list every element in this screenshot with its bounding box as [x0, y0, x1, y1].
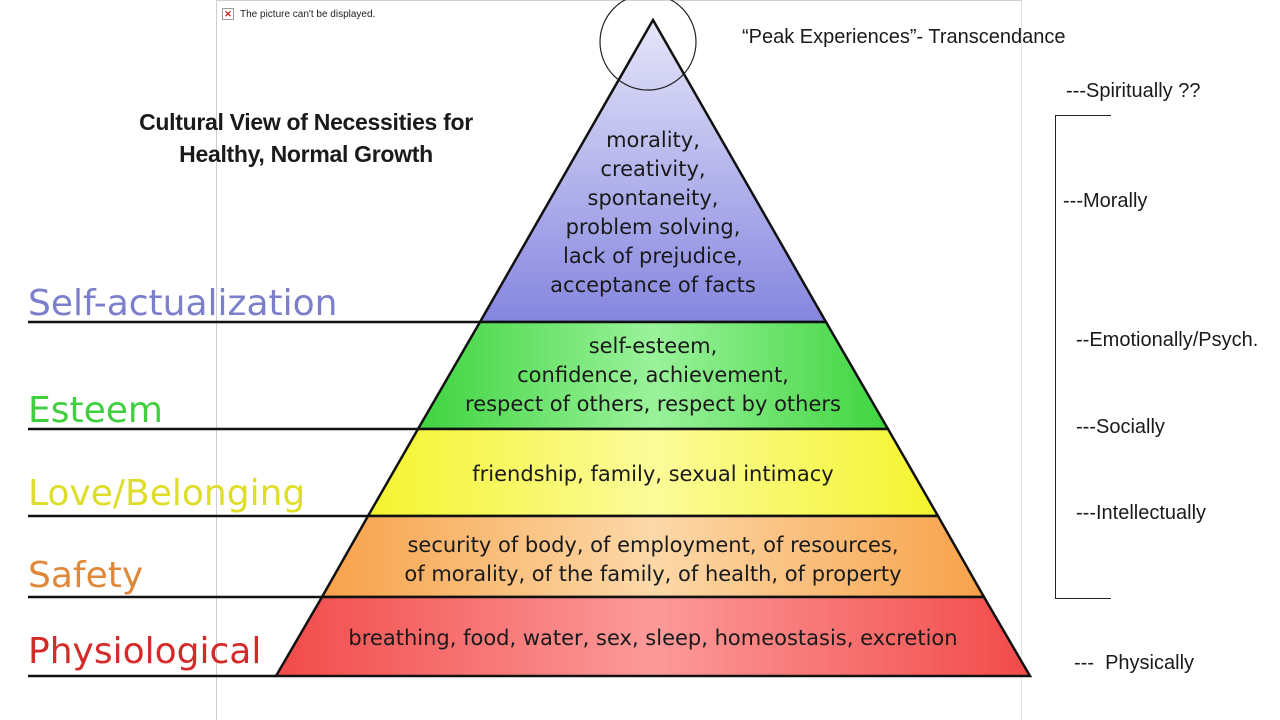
tier-physiological: [273, 595, 1033, 678]
tier-text-self-actualization: morality, creativity, spontaneity, probl…: [550, 126, 756, 300]
growth-bracket: [1055, 115, 1111, 599]
title-line-1: Cultural View of Necessities for: [139, 109, 473, 135]
label-physiological: Physiological: [28, 631, 262, 672]
tier-line: breathing, food, water, sex, sleep, home…: [348, 626, 958, 650]
side-label-physically: --- Physically: [1074, 652, 1195, 674]
tier-line: creativity,: [600, 157, 706, 181]
tier-line: confidence, achievement,: [517, 363, 789, 387]
tier-line: self-esteem,: [588, 334, 718, 358]
side-label-spiritually: ---Spiritually ??: [1066, 80, 1201, 102]
tier-line: lack of prejudice,: [563, 244, 743, 268]
label-safety: Safety: [28, 555, 144, 596]
tier-line: of morality, of the family, of health, o…: [404, 562, 902, 586]
tier-line: friendship, family, sexual intimacy: [472, 462, 834, 486]
side-label-morally: ---Morally: [1063, 190, 1148, 212]
tier-text-safety: security of body, of employment, of reso…: [404, 531, 901, 589]
tier-text-love-belonging: friendship, family, sexual intimacy: [472, 460, 833, 489]
tier-text-physiological: breathing, food, water, sex, sleep, home…: [348, 624, 957, 653]
peak-circle: [599, 0, 697, 91]
side-label-intellectually: ---Intellectually: [1076, 502, 1207, 524]
tier-text-esteem: self-esteem, confidence, achievement, re…: [465, 332, 841, 419]
tier-line: security of body, of employment, of reso…: [407, 533, 899, 557]
tier-line: acceptance of facts: [550, 273, 756, 297]
label-love-belonging: Love/Belonging: [28, 473, 306, 514]
tier-line: morality,: [606, 128, 700, 152]
side-label-emotionally: --Emotionally/Psych.: [1076, 329, 1259, 351]
image-frame: [216, 0, 1022, 720]
title-line-2: Healthy, Normal Growth: [179, 141, 433, 167]
broken-image-icon: ✕: [222, 8, 234, 20]
tier-line: problem solving,: [565, 215, 741, 239]
label-self-actualization: Self-actualization: [28, 283, 338, 324]
diagram-title: Cultural View of Necessities for Healthy…: [96, 106, 516, 170]
tier-line: respect of others, respect by others: [465, 392, 841, 416]
tier-line: spontaneity,: [587, 186, 719, 210]
side-label-socially: ---Socially: [1076, 416, 1165, 438]
broken-image-placeholder: ✕ The picture can't be displayed.: [222, 6, 375, 22]
label-esteem: Esteem: [28, 390, 163, 431]
peak-experiences-label: “Peak Experiences”- Transcendance: [742, 26, 1066, 48]
broken-image-text: The picture can't be displayed.: [240, 8, 376, 20]
